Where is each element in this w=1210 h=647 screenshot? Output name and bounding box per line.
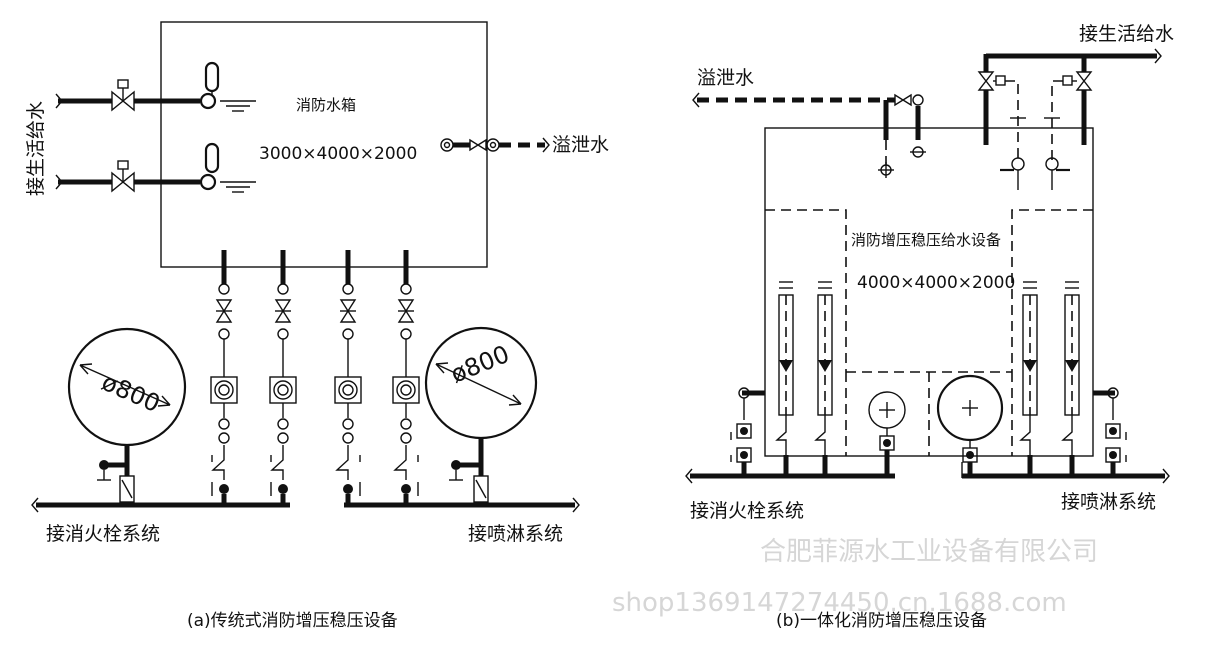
outlet-branch-4 <box>392 250 420 505</box>
inlet-pipe-upper <box>55 61 256 112</box>
overflow-pipe-b: 溢泄水 <box>692 67 926 178</box>
tank-diameter-label-right: ø800 <box>447 340 514 389</box>
outlet-header-left: 接消火栓系统 <box>31 497 290 545</box>
caption-b: (b)一体化消防增压稳压设备 <box>776 611 987 631</box>
pressure-tank-left: ø800 <box>67 327 187 503</box>
pump-column-1 <box>775 281 794 455</box>
watermark-company: 合肥菲源水工业设备有限公司 <box>760 537 1098 567</box>
pump-column-2 <box>814 281 833 455</box>
outlet-header-right: 接喷淋系统 <box>344 497 580 545</box>
inlet-label-b: 接生活给水 <box>1079 23 1174 45</box>
watermark: 合肥菲源水工业设备有限公司 shop13691472744​50.cn.1688… <box>612 537 1098 618</box>
outlet-right-label: 接喷淋系统 <box>468 523 563 545</box>
outlet-header-left-b: 接消火栓系统 <box>685 468 895 522</box>
watermark-shop: shop13691472744​50.cn.1688.com <box>612 588 1067 618</box>
caption-a: (a)传统式消防增压稳压设备 <box>187 611 398 631</box>
outlet-right-label-b: 接喷淋系统 <box>1061 491 1156 513</box>
outlet-branch-1 <box>210 250 238 505</box>
small-pressure-tank-left <box>868 391 906 476</box>
tank-diameter-label-left: ø800 <box>98 368 165 418</box>
side-valve-right <box>1093 387 1127 476</box>
diagram-a: 消防水箱 3000×4000×2000 接生活给水 <box>25 21 609 631</box>
inlet-label: 接生活给水 <box>25 101 47 196</box>
inlet-pipe-lower <box>55 142 256 193</box>
small-pressure-tank-right <box>936 374 1004 478</box>
pump-column-3 <box>1019 281 1038 455</box>
diagram-b: 消防增压稳压给水设备 4000×4000×2000 溢泄水 <box>685 23 1174 631</box>
float-valve-icon <box>199 142 256 193</box>
outlet-left-label: 接消火栓系统 <box>46 523 160 545</box>
equipment-size-label: 4000×4000×2000 <box>857 273 1015 293</box>
float-valve-icon <box>199 61 256 112</box>
tank-name-label: 消防水箱 <box>296 96 356 114</box>
pump-column-4 <box>1061 281 1080 455</box>
outlet-left-label-b: 接消火栓系统 <box>690 500 804 522</box>
pressure-tank-right: ø800 <box>424 326 538 503</box>
gate-valve-icon <box>111 160 135 193</box>
overflow-label-b: 溢泄水 <box>697 67 754 89</box>
inlet-pipe-b: 接生活给水 <box>977 23 1174 190</box>
overflow-label: 溢泄水 <box>552 134 609 156</box>
outlet-branch-2 <box>269 250 297 505</box>
tank-size-label: 3000×4000×2000 <box>259 144 417 164</box>
outlet-header-right-b: 接喷淋系统 <box>962 468 1170 513</box>
equipment-name-label: 消防增压稳压给水设备 <box>851 231 1001 249</box>
gate-valve-icon <box>111 79 135 112</box>
outlet-branch-3 <box>334 250 362 505</box>
overflow-pipe: 溢泄水 <box>440 134 609 156</box>
side-valve-left <box>730 387 765 476</box>
